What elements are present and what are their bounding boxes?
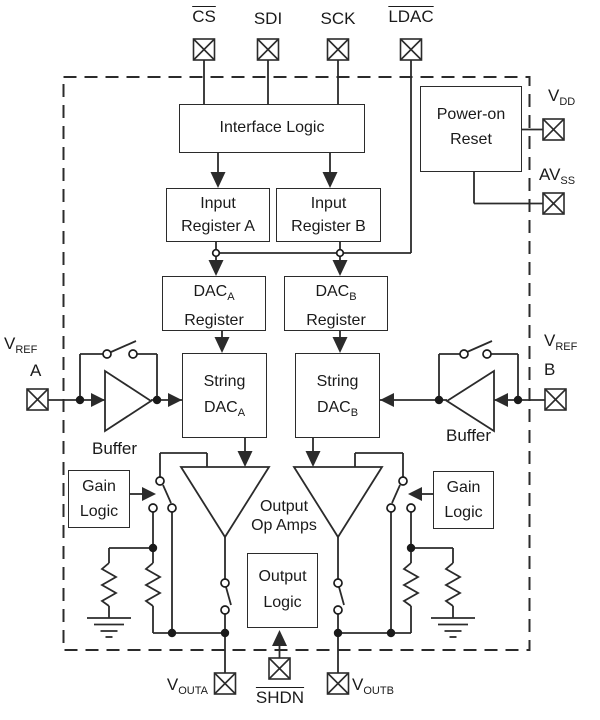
subscript: A [227,291,235,303]
resistor-right-outer [444,562,462,607]
block-dac-register-b: DACB Register [284,276,388,331]
subscript: A [237,407,246,419]
pin-vref-b [544,388,567,411]
block-gain-logic-right: Gain Logic [433,471,494,529]
pin-label-sck: SCK [320,9,356,28]
buffer-a-label: Buffer [92,439,138,458]
block-string-dac-b: String DACB [295,353,380,438]
block-input-register-b: Input Register B [276,188,381,242]
block-dac-register-a: DACA Register [162,276,266,331]
block-power-on-reset: Power-on Reset [420,86,522,172]
pin-vout-b [326,672,350,695]
pin-label-sdi: SDI [253,9,283,28]
resistor-left-inner [144,562,162,607]
pin-avss [542,192,565,215]
block-label: Interface Logic [219,119,325,136]
resistor-left-outer [100,562,118,607]
block-input-register-a: Input Register A [166,188,270,242]
pin-label-vout-b: VOUTB [352,675,394,697]
pin-label-avss: AVSS [539,165,576,187]
subscript: B [350,407,359,419]
pin-vdd [542,118,565,141]
resistor-right-inner [402,562,420,607]
pin-sdi [256,38,280,61]
block-interface-logic: Interface Logic [179,104,365,153]
pin-label-shdn: SHDN [255,688,305,707]
pin-label-ldac: LDAC [388,7,434,26]
subscript: B [349,291,357,303]
pin-label-cs: CS [192,7,216,26]
buffer-amp-a-triangle [104,369,153,433]
pin-label-vref-a: VREF [4,334,38,356]
block-string-dac-a: String DACA [182,353,267,438]
pin-cs [192,38,216,61]
pin-vref-a [26,388,49,411]
pin-vout-a [213,672,237,695]
pin-shdn [268,657,291,680]
pin-label-vdd: VDD [548,86,576,108]
ground-symbol-right [431,617,475,638]
pin-ldac [399,38,423,61]
buffer-amp-b-triangle [445,369,495,433]
ground-symbol-left [87,617,131,638]
block-gain-logic-left: Gain Logic [68,470,130,528]
pin-label-vref-b: VREF [544,331,578,353]
pin-label-vref-a-line2: A [30,361,42,380]
block-output-logic: Output Logic [247,553,318,628]
pin-label-vref-b-line2: B [544,360,556,379]
op-amps-label: Output Op Amps [251,498,317,534]
buffer-b-label: Buffer [446,426,492,445]
pin-sck [326,38,350,61]
pin-label-vout-a: VOUTA [166,675,208,697]
